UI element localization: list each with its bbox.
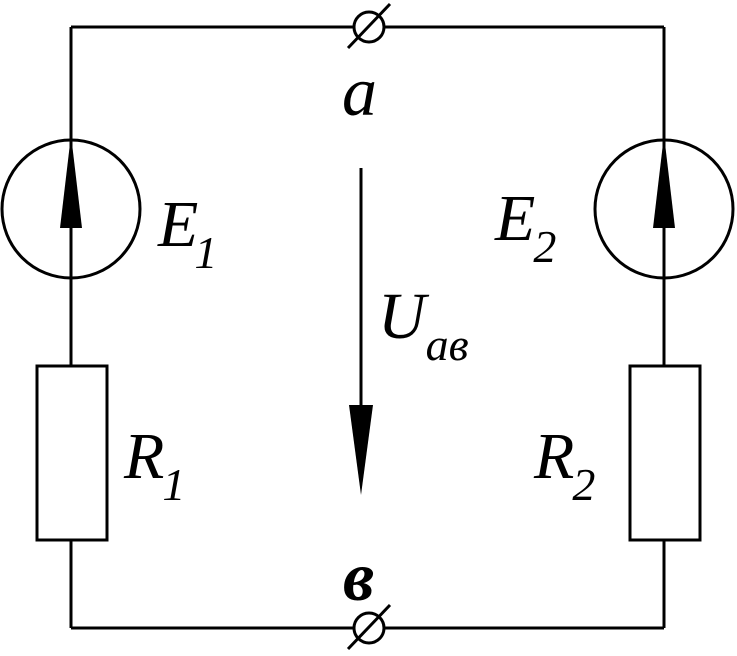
source-e1-arrow-head [60,135,82,228]
resistor-r2 [628,364,702,542]
source-e2-symbol [593,135,735,280]
source-e1-label: E1 [157,188,217,278]
voltage-symbol-text: U [378,280,430,353]
source-e1-symbol-text: E [157,188,198,261]
node-a-label: a [342,54,377,131]
source-e2-arrow-head [653,135,675,228]
source-e2-label: E2 [494,182,556,272]
resistor-r2-symbol-text: R [533,420,574,493]
resistor-r1-symbol-text: R [123,420,164,493]
resistor-r1-label: R1 [123,420,185,510]
terminal-b-slash [346,603,392,651]
terminal-b [346,603,392,651]
resistor-r1-subscript: 1 [162,459,185,510]
resistor-r2-subscript: 2 [572,459,595,510]
resistor-r1 [35,364,109,542]
wires [69,25,666,630]
source-e2-subscript: 2 [533,221,556,272]
terminal-a-slash [346,2,392,50]
voltage-label: Uaв [378,280,469,370]
terminal-a [346,2,392,50]
source-e1-subscript: 1 [194,227,217,278]
voltage-arrow-head [349,405,373,495]
voltage-arrow [349,168,373,495]
source-e1-symbol [0,135,142,280]
source-e2-symbol-text: E [494,182,535,255]
node-b-label: в [343,539,374,616]
resistor-r2-label: R2 [533,420,595,510]
voltage-subscript: aв [426,319,469,370]
